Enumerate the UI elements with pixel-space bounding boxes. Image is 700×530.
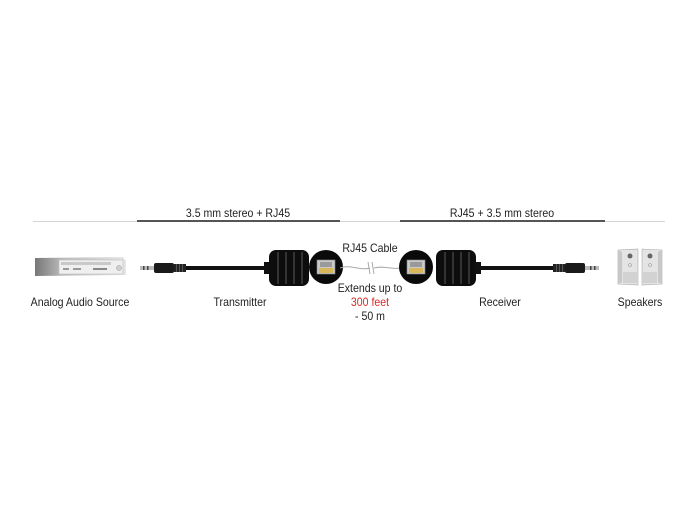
receiver-segment-rule — [400, 220, 605, 222]
receiver-cable-icon — [436, 250, 599, 286]
receiver-label: Receiver — [479, 295, 521, 309]
rj45-port-left-icon — [309, 250, 343, 284]
extends-distance-feet: 300 feet — [350, 295, 390, 309]
audio-source-device-icon — [35, 257, 126, 276]
rj45-port-right-icon — [399, 250, 433, 284]
transmitter-cable-icon — [140, 250, 309, 286]
baseline-rule — [33, 221, 665, 222]
transmitter-label: Transmitter — [213, 295, 267, 309]
transmitter-segment-rule — [137, 220, 340, 222]
rj45-cable-label: RJ45 Cable — [342, 241, 398, 255]
speakers-label: Speakers — [617, 295, 663, 309]
extends-text: Extends up to — [337, 281, 403, 295]
receiver-segment-label: RJ45 + 3.5 mm stereo — [449, 206, 555, 220]
speakers-icon — [617, 248, 663, 286]
audio-source-label: Analog Audio Source — [30, 295, 130, 309]
extends-distance-meters: - 50 m — [355, 309, 385, 323]
transmitter-segment-label: 3.5 mm stereo + RJ45 — [185, 206, 291, 220]
